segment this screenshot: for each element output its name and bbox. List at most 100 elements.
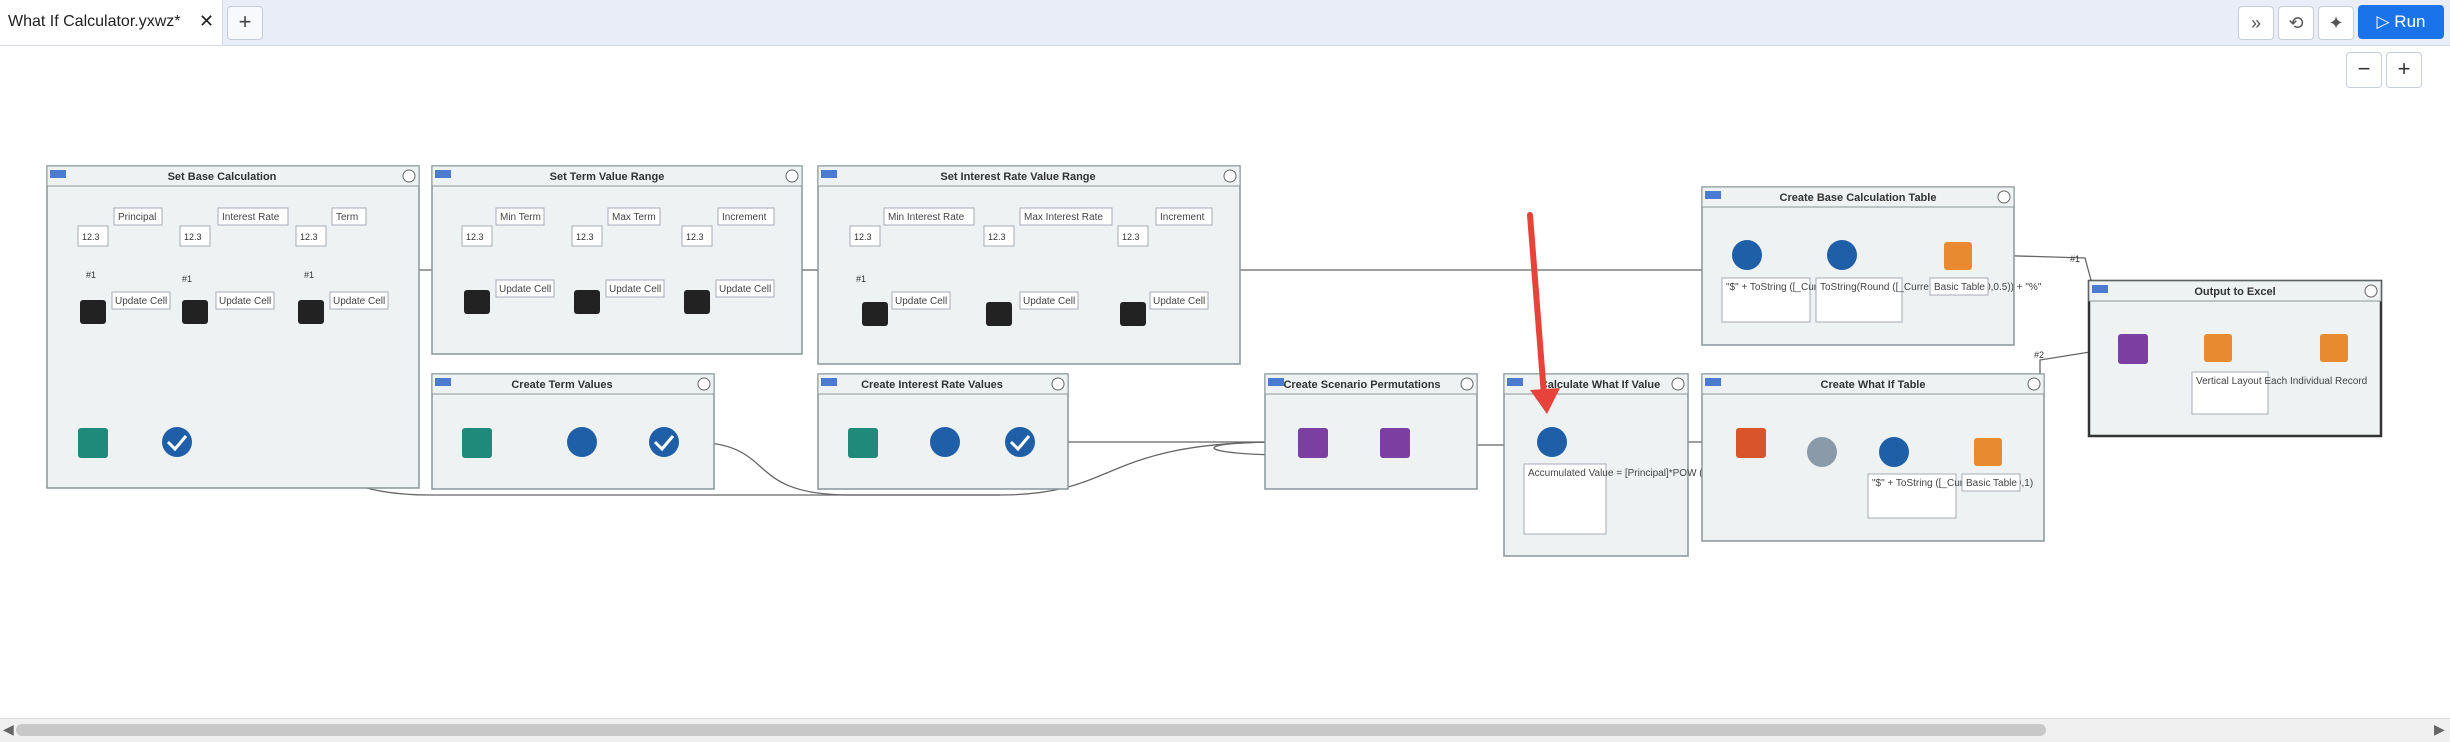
- multi-field-formula-icon[interactable]: [1827, 240, 1857, 270]
- text-box-principal[interactable]: Principal: [113, 207, 163, 226]
- text-box-update-cell[interactable]: Update Cell: [605, 279, 665, 298]
- container-output-to-excel[interactable]: Output to Excel Vertical Layout Each Ind…: [2087, 279, 2383, 438]
- svg-text:12.3: 12.3: [466, 232, 484, 242]
- text-box-increment[interactable]: Increment: [1155, 207, 1213, 226]
- connection-label: #1: [304, 270, 314, 280]
- text-box-update-cell[interactable]: Update Cell: [1019, 291, 1079, 310]
- close-icon[interactable]: ✕: [199, 11, 215, 31]
- container-create-scenario-permutations[interactable]: Create Scenario Permutations: [1264, 373, 1478, 490]
- append-fields-icon[interactable]: [1380, 428, 1410, 458]
- check-icon[interactable]: [162, 427, 192, 457]
- check-icon[interactable]: [1005, 427, 1035, 457]
- table-icon[interactable]: [1974, 438, 2002, 466]
- zoom-in-button[interactable]: +: [2386, 52, 2422, 88]
- annotation-tostring[interactable]: "$" + ToString ([_CurrentField_], 0,1): [1867, 473, 2033, 519]
- magic-wand-icon[interactable]: ✦: [2318, 6, 2354, 40]
- text-box-update-cell[interactable]: Update Cell: [495, 279, 555, 298]
- tab-bar: What If Calculator.yxwz* ✕ + » ⟲ ✦ ▷ Run: [0, 0, 2450, 46]
- annotation-tostring[interactable]: "$" + ToString ([_CurrentField_], 0,1): [1721, 277, 1887, 323]
- multi-field-formula-icon[interactable]: [1732, 240, 1762, 270]
- action-icon[interactable]: [80, 300, 106, 324]
- numeric-up-down[interactable]: 12.3: [77, 225, 109, 247]
- svg-text:Term: Term: [336, 212, 358, 223]
- tab-what-if-calculator[interactable]: What If Calculator.yxwz* ✕: [0, 0, 223, 45]
- book-icon[interactable]: [78, 428, 108, 458]
- crosstab-icon[interactable]: [1736, 428, 1766, 458]
- workflow-canvas[interactable]: .ct{fill:#eef2f2;stroke:#8a9599;stroke-w…: [0, 0, 2450, 718]
- container-title: Create Scenario Permutations: [1283, 379, 1440, 391]
- text-box-term[interactable]: Term: [331, 207, 367, 226]
- container-set-term-value-range[interactable]: Set Term Value Range Min Term Max Term I…: [431, 165, 803, 355]
- action-icon[interactable]: [684, 290, 710, 314]
- book-icon[interactable]: [462, 428, 492, 458]
- text-box-interest-rate[interactable]: Interest Rate: [217, 207, 289, 226]
- numeric-up-down[interactable]: 12.3: [681, 225, 713, 247]
- scroll-left-icon[interactable]: ◀: [3, 721, 14, 737]
- run-button[interactable]: ▷ Run: [2358, 5, 2444, 39]
- multi-field-formula-icon[interactable]: [1879, 437, 1909, 467]
- action-icon[interactable]: [464, 290, 490, 314]
- layout-icon[interactable]: [2204, 334, 2232, 362]
- formula-icon[interactable]: [1537, 427, 1567, 457]
- container-calculate-what-if-value[interactable]: Calculate What If Value Accumulated Valu…: [1503, 373, 1811, 557]
- svg-text:12.3: 12.3: [854, 232, 872, 242]
- action-icon[interactable]: [862, 302, 888, 326]
- book-icon[interactable]: [848, 428, 878, 458]
- text-box-update-cell[interactable]: Update Cell: [1149, 291, 1209, 310]
- text-box-max-interest-rate[interactable]: Max Interest Rate: [1019, 207, 1113, 226]
- horizontal-scrollbar[interactable]: ◀ ▶: [0, 718, 2450, 742]
- svg-text:12.3: 12.3: [576, 232, 594, 242]
- union-icon[interactable]: [2118, 334, 2148, 364]
- text-box-min-interest-rate[interactable]: Min Interest Rate: [883, 207, 975, 226]
- generate-rows-icon[interactable]: [567, 427, 597, 457]
- text-box-update-cell[interactable]: Update Cell: [715, 279, 775, 298]
- zoom-out-button[interactable]: −: [2346, 52, 2382, 88]
- annotation-basic-table[interactable]: Basic Table: [1961, 473, 2021, 492]
- action-icon[interactable]: [298, 300, 324, 324]
- container-create-base-calculation-table[interactable]: Create Base Calculation Table "$" + ToSt…: [1701, 186, 2042, 346]
- text-box-update-cell[interactable]: Update Cell: [329, 291, 389, 310]
- append-fields-icon[interactable]: [1298, 428, 1328, 458]
- history-icon[interactable]: ⟲: [2278, 6, 2314, 40]
- action-icon[interactable]: [182, 300, 208, 324]
- svg-text:Update Cell: Update Cell: [333, 296, 385, 307]
- svg-text:Min Term: Min Term: [500, 212, 541, 223]
- scroll-right-icon[interactable]: ▶: [2434, 721, 2445, 737]
- scrollbar-thumb[interactable]: [16, 724, 2046, 736]
- svg-text:Increment: Increment: [1160, 212, 1205, 223]
- numeric-up-down[interactable]: 12.3: [849, 225, 881, 247]
- action-icon[interactable]: [1120, 302, 1146, 326]
- check-icon[interactable]: [649, 427, 679, 457]
- text-box-update-cell[interactable]: Update Cell: [111, 291, 171, 310]
- text-box-max-term[interactable]: Max Term: [607, 207, 661, 226]
- render-icon[interactable]: [2320, 334, 2348, 362]
- table-icon[interactable]: [1944, 242, 1972, 270]
- action-icon[interactable]: [986, 302, 1012, 326]
- generate-rows-icon[interactable]: [930, 427, 960, 457]
- annotation-accumulated-value[interactable]: Accumulated Value = [Principal]*POW (1+[…: [1523, 463, 1811, 535]
- svg-text:Accumulated Value = [Principal: Accumulated Value = [Principal]*POW (1+[…: [1528, 468, 1811, 479]
- dynamic-rename-icon[interactable]: [1807, 437, 1837, 467]
- expand-icon[interactable]: »: [2238, 6, 2274, 40]
- numeric-up-down[interactable]: 12.3: [295, 225, 327, 247]
- add-tab-button[interactable]: +: [227, 6, 263, 40]
- text-box-update-cell[interactable]: Update Cell: [891, 291, 951, 310]
- numeric-up-down[interactable]: 12.3: [571, 225, 603, 247]
- numeric-up-down[interactable]: 12.3: [1117, 225, 1149, 247]
- svg-text:"$" + ToString ([_CurrentField: "$" + ToString ([_CurrentField_], 0,1): [1872, 478, 2033, 489]
- container-create-interest-rate-values[interactable]: Create Interest Rate Values: [817, 373, 1069, 490]
- annotation-vertical-layout[interactable]: Vertical Layout Each Individual Record: [2191, 371, 2367, 415]
- numeric-up-down[interactable]: 12.3: [983, 225, 1015, 247]
- container-create-what-if-table[interactable]: Create What If Table "$" + ToString ([_C…: [1701, 373, 2045, 542]
- container-set-interest-rate-value-range[interactable]: Set Interest Rate Value Range Min Intere…: [817, 165, 1241, 365]
- container-create-term-values[interactable]: Create Term Values: [431, 373, 715, 490]
- connection-label: #1: [182, 274, 192, 284]
- annotation-basic-table[interactable]: Basic Table: [1929, 277, 1989, 296]
- container-set-base-calculation[interactable]: Set Base Calculation Principal Interest …: [46, 165, 420, 489]
- text-box-update-cell[interactable]: Update Cell: [215, 291, 275, 310]
- action-icon[interactable]: [574, 290, 600, 314]
- numeric-up-down[interactable]: 12.3: [461, 225, 493, 247]
- text-box-increment[interactable]: Increment: [717, 207, 775, 226]
- numeric-up-down[interactable]: 12.3: [179, 225, 211, 247]
- text-box-min-term[interactable]: Min Term: [495, 207, 545, 226]
